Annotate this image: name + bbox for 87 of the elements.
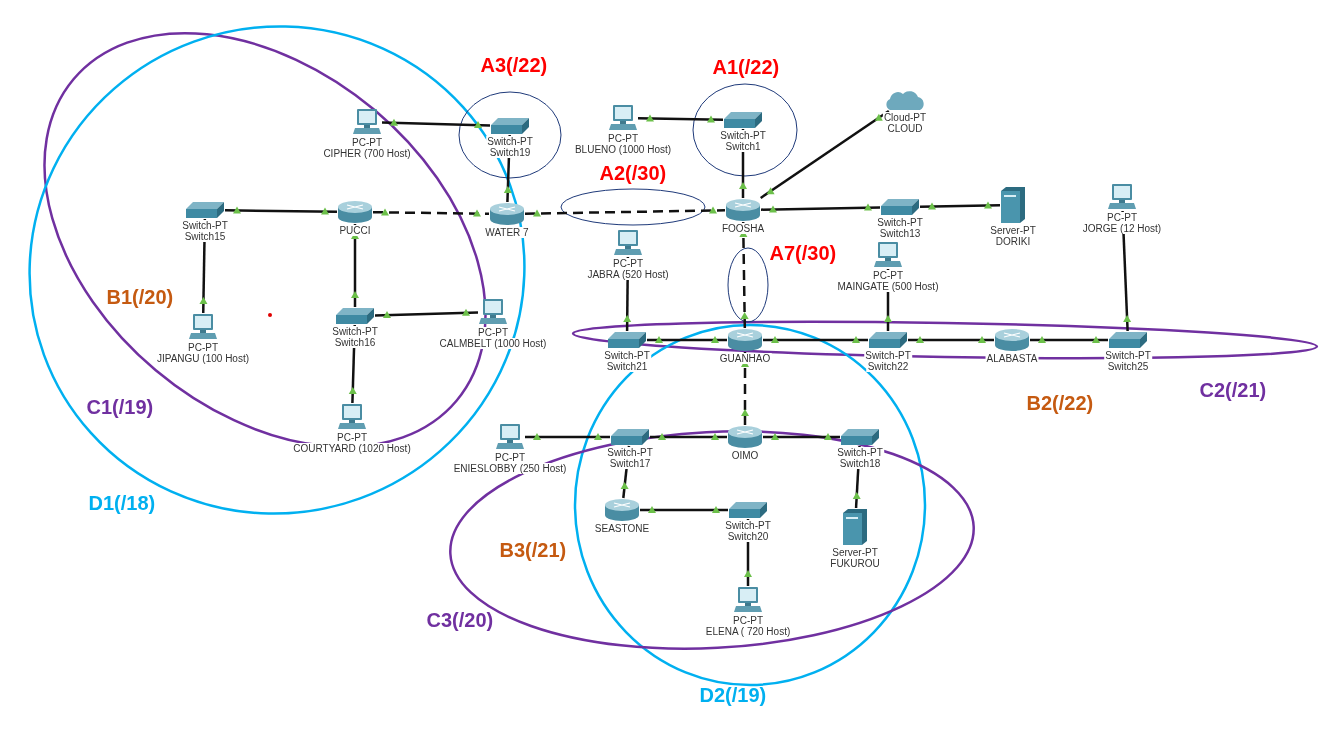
link-line: [637, 117, 724, 121]
device-label: COURTYARD (1020 Host): [292, 443, 412, 454]
device-label: Server-PT: [989, 225, 1037, 236]
device-label: Server-PT: [831, 547, 879, 558]
device-label: Switch19: [488, 147, 532, 158]
link-line: [640, 508, 728, 512]
device-label: OIMO: [730, 450, 760, 461]
device-label: Switch1: [724, 141, 762, 152]
device-label: PC-PT: [336, 432, 368, 443]
device-label: Switch-PT: [876, 217, 924, 228]
device-label: ELENA ( 720 Host): [704, 626, 792, 637]
device-label: JORGE (12 Host): [1081, 223, 1163, 234]
device-label: PC-PT: [732, 615, 764, 626]
device-label: FOOSHA: [720, 223, 766, 234]
subnet-label: B2(/22): [1026, 391, 1094, 415]
link-line: [225, 209, 337, 213]
link-line: [763, 338, 868, 342]
device-label: Switch-PT: [836, 447, 884, 458]
device-label: PC-PT: [872, 270, 904, 281]
device-label: PUCCI: [338, 225, 372, 236]
serial-link-line: [741, 221, 747, 329]
device-label: MAINGATE (500 Host): [836, 281, 940, 292]
link-line: [759, 109, 890, 200]
device-label: Switch22: [866, 361, 910, 372]
subnet-label: A2(/30): [599, 161, 667, 185]
device-label: Switch-PT: [1104, 350, 1152, 361]
device-label: Switch-PT: [181, 220, 229, 231]
link-line: [1030, 338, 1108, 342]
link-line: [919, 204, 1001, 208]
subnet-label: C1(/19): [86, 395, 154, 419]
subnet-label: B3(/21): [499, 538, 567, 562]
device-label: JABRA (520 Host): [586, 269, 670, 280]
device-label: CLOUD: [886, 123, 924, 134]
link-line: [650, 435, 727, 439]
device-label: PC-PT: [1106, 212, 1138, 223]
device-label: Switch13: [878, 228, 922, 239]
device-label: PC-PT: [351, 137, 383, 148]
link-line: [763, 435, 840, 439]
device-label: BLUENO (1000 Host): [573, 144, 673, 155]
subnet-label: A1(/22): [712, 55, 780, 79]
device-label: Switch20: [726, 531, 770, 542]
link-line: [381, 121, 491, 127]
link-line: [908, 338, 994, 342]
device-label: Switch-PT: [331, 326, 379, 337]
device-label: CIPHER (700 Host): [322, 148, 412, 159]
device-label: GUANHAO: [718, 353, 772, 364]
device-label: Switch16: [333, 337, 377, 348]
device-label: PC-PT: [612, 258, 644, 269]
subnet-label: B1(/20): [106, 285, 174, 309]
device-label: ENIESLOBBY (250 Host): [452, 463, 568, 474]
device-label: PC-PT: [607, 133, 639, 144]
device-label: JIPANGU (100 Host): [155, 353, 251, 364]
device-label: Switch17: [608, 458, 652, 469]
device-label: Switch21: [605, 361, 649, 372]
subnet-label: C3(/20): [426, 608, 494, 632]
device-label: PC-PT: [187, 342, 219, 353]
serial-link-line: [524, 209, 726, 215]
device-label: ALABASTA: [985, 353, 1039, 364]
link-line: [647, 338, 727, 342]
subnet-label: C2(/21): [1199, 378, 1267, 402]
subnet-label: D1(/18): [88, 491, 156, 515]
device-label: Switch-PT: [603, 350, 651, 361]
serial-link-line: [373, 211, 489, 215]
serial-link-line: [743, 352, 747, 425]
device-label: PC-PT: [494, 452, 526, 463]
device-label: Switch25: [1106, 361, 1150, 372]
device-label: Switch-PT: [486, 136, 534, 147]
link-line: [525, 435, 610, 439]
link-line: [760, 206, 881, 211]
device-label: DORIKI: [994, 236, 1032, 247]
device-label: SEASTONE: [593, 523, 651, 534]
device-label: Switch-PT: [606, 447, 654, 458]
device-label: Switch18: [838, 458, 882, 469]
link-line: [374, 311, 479, 317]
subnet-label: A3(/22): [480, 53, 548, 77]
link-line: [353, 224, 357, 307]
device-label: Switch-PT: [864, 350, 912, 361]
device-label: Cloud-PT: [882, 112, 928, 123]
subnet-label: D2(/19): [699, 683, 767, 707]
device-label: PC-PT: [477, 327, 509, 338]
device-label: Switch-PT: [719, 130, 767, 141]
device-label: WATER 7: [484, 227, 530, 238]
device-label: CALMBELT (1000 Host): [438, 338, 548, 349]
subnet-label: A7(/30): [769, 241, 837, 265]
device-label: Switch15: [183, 231, 227, 242]
device-label: Switch-PT: [724, 520, 772, 531]
device-label: FUKUROU: [829, 558, 881, 569]
